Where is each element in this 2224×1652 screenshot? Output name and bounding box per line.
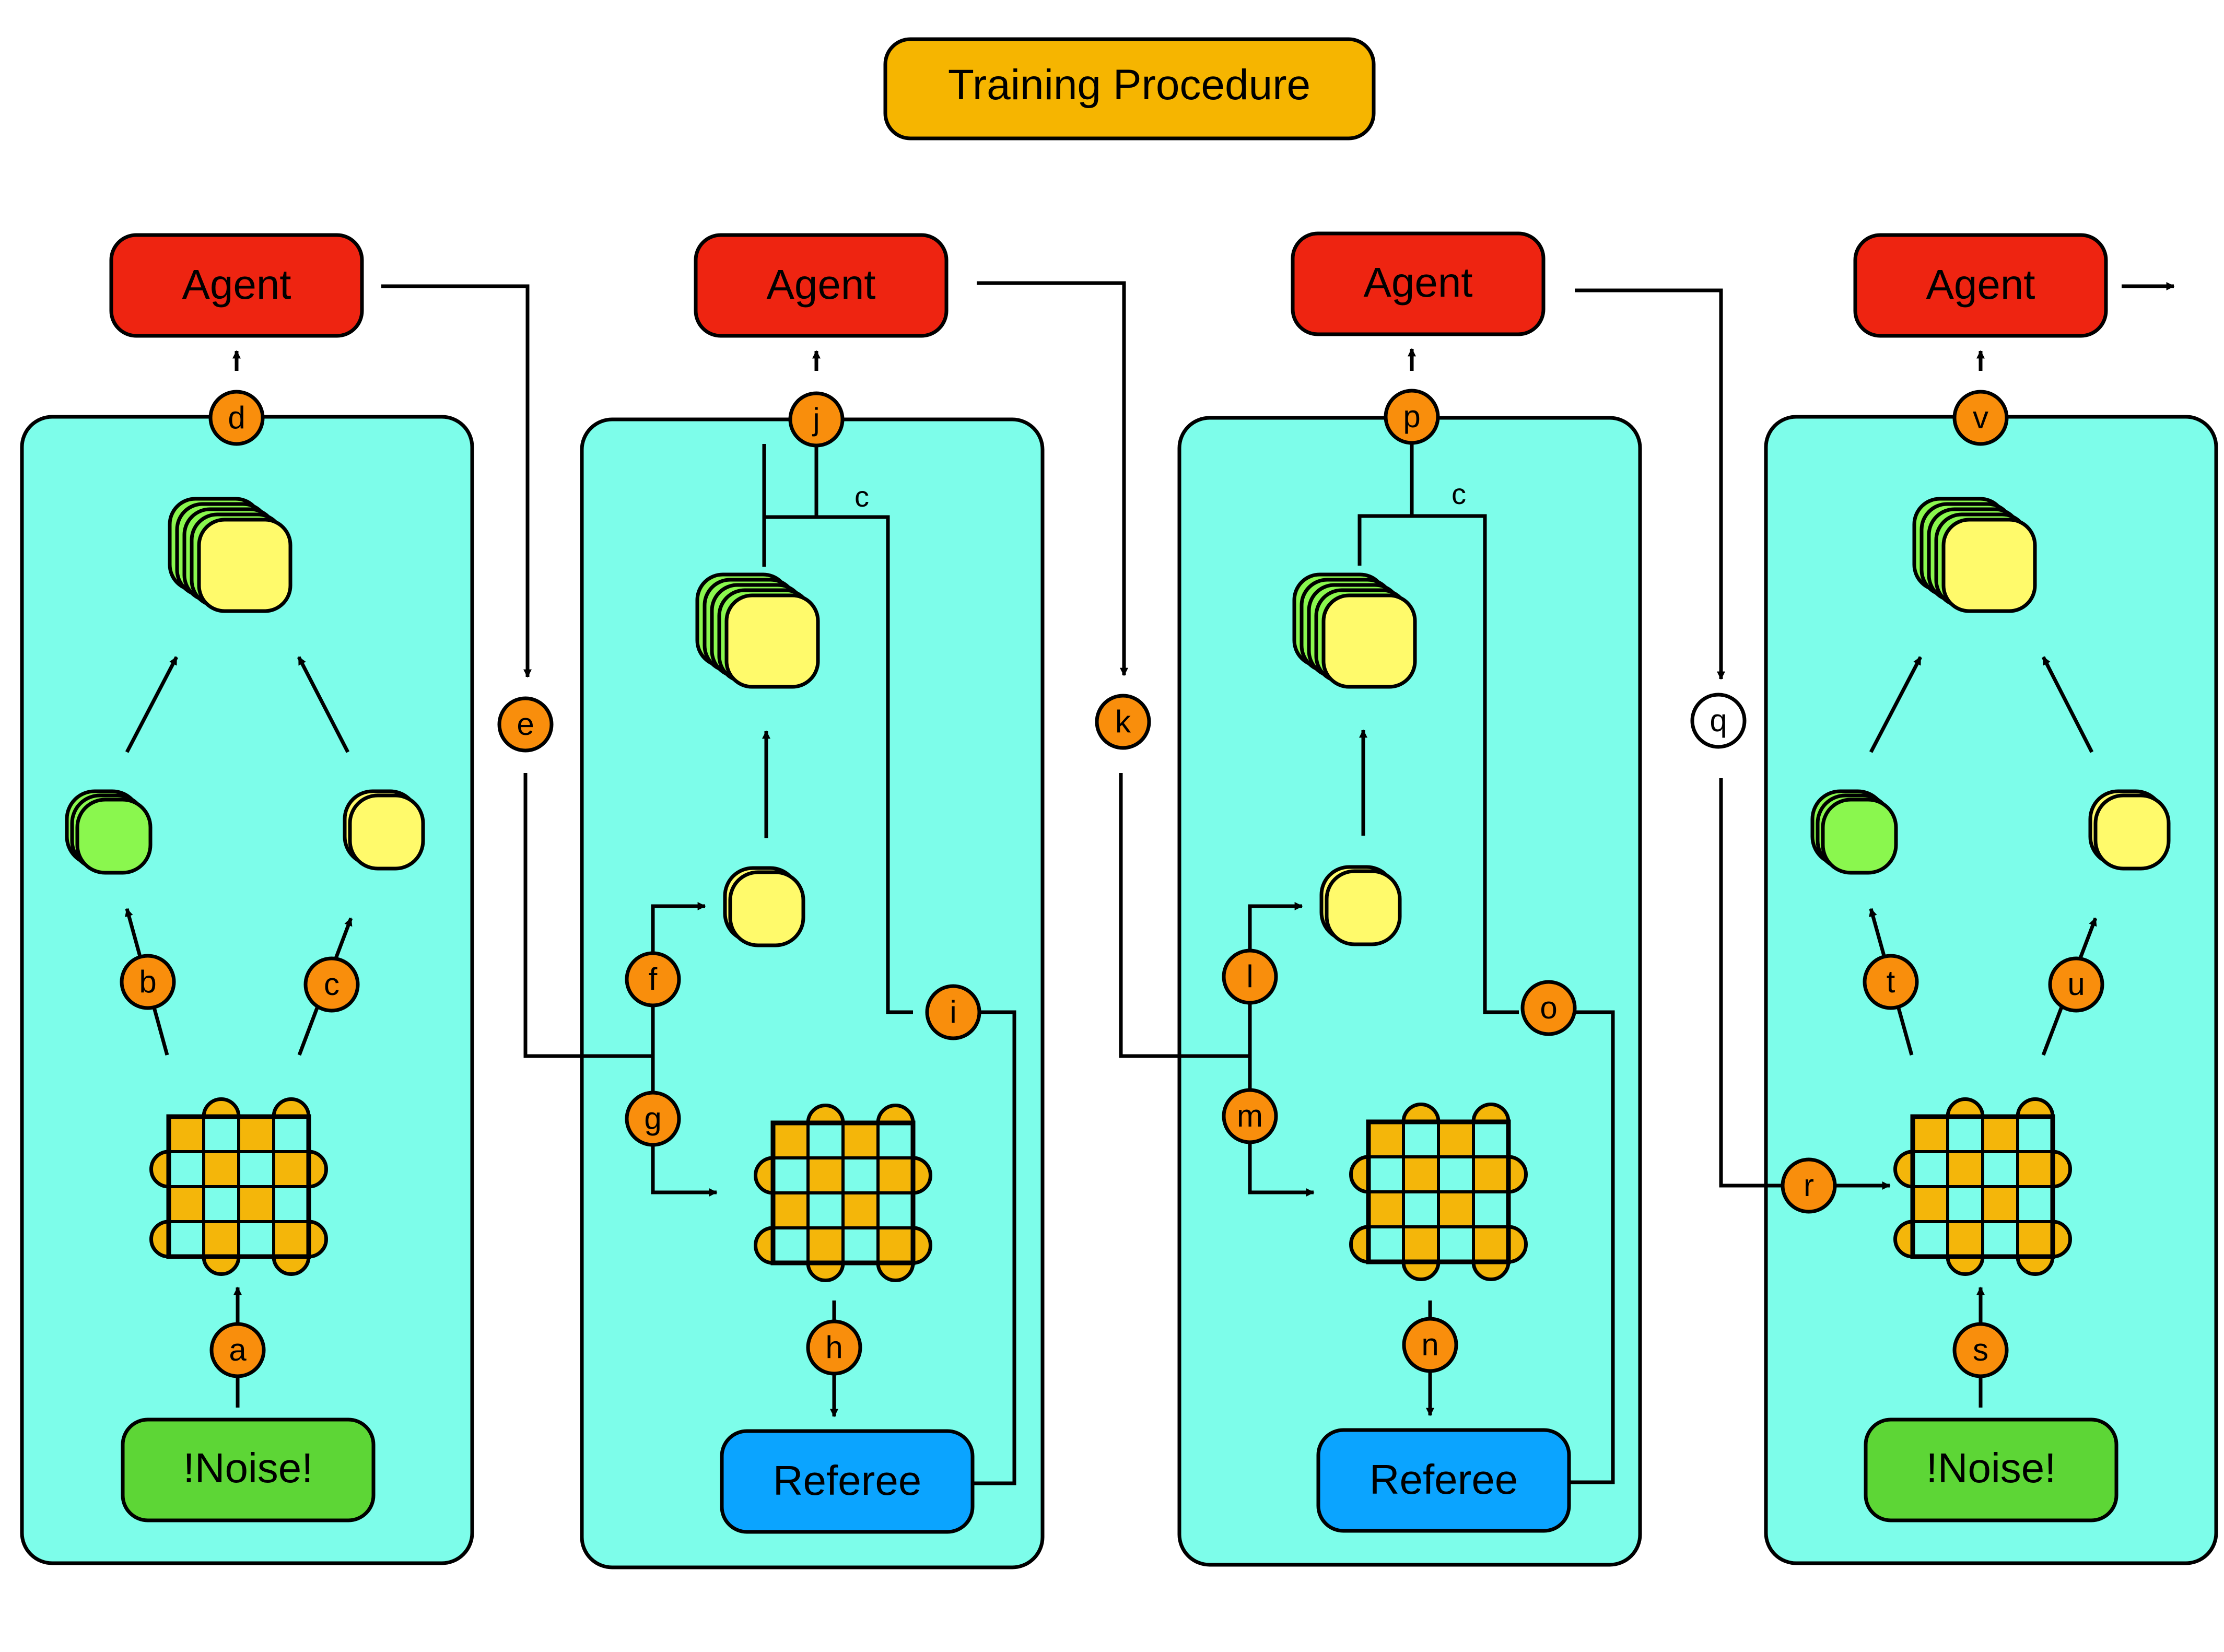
step-marker-v: v: [1952, 390, 2009, 446]
step-marker-q: q: [1690, 693, 1747, 749]
sample-tile-icon: [65, 789, 153, 875]
step-label: c: [324, 967, 340, 1002]
sample-stack-icon: [695, 572, 820, 689]
edge-label: c: [855, 480, 869, 513]
agent-box-2: Agent: [694, 233, 949, 338]
step-marker-b: b: [120, 954, 176, 1010]
arrows: [125, 282, 2175, 1417]
step-marker-o: o: [1520, 980, 1577, 1036]
step-marker-k: k: [1095, 694, 1151, 750]
step-label: q: [1710, 703, 1727, 738]
step-label: f: [649, 962, 658, 997]
step-label: v: [1973, 400, 1988, 435]
markers-layer: a b c d e f g h i j k l m n o p q r s t u v: [120, 389, 2104, 1378]
step-marker-i: i: [925, 984, 981, 1040]
step-marker-j: j: [788, 391, 845, 448]
referee-box-1: Referee: [720, 1429, 975, 1534]
step-marker-l: l: [1222, 948, 1278, 1005]
agent-box-1: Agent: [109, 233, 364, 338]
board-grid-icon: [754, 1104, 932, 1282]
branch-lines: [762, 444, 888, 567]
step-marker-p: p: [1384, 389, 1440, 445]
sample-stack-icon: [1292, 572, 1417, 689]
step-marker-g: g: [625, 1091, 681, 1147]
step-label: m: [1237, 1098, 1263, 1133]
noise-label: !Noise!: [183, 1445, 313, 1491]
step-marker-h: h: [806, 1319, 862, 1376]
step-label: g: [644, 1101, 661, 1136]
step-marker-f: f: [625, 951, 681, 1007]
step-label: k: [1115, 704, 1131, 739]
noise-box-2: !Noise!: [1864, 1417, 2118, 1522]
step-label: s: [1973, 1332, 1988, 1367]
sample-tile-icon: [343, 789, 425, 871]
step-marker-s: s: [1952, 1322, 2009, 1378]
step-label: o: [1540, 990, 1557, 1025]
step-label: t: [1887, 964, 1895, 999]
sample-tile-icon: [1810, 789, 1898, 875]
title-box: Training Procedure: [883, 37, 1376, 140]
step-marker-n: n: [1402, 1317, 1458, 1373]
step-label: j: [812, 402, 820, 437]
agent-label: Agent: [1363, 259, 1472, 306]
edge-label: c: [1452, 477, 1466, 510]
board-grid-icon: [1349, 1103, 1528, 1281]
step-marker-m: m: [1222, 1088, 1278, 1144]
page-title: Training Procedure: [948, 61, 1310, 109]
sample-stack-icon: [168, 497, 292, 613]
step-label: l: [1246, 959, 1253, 994]
sample-tile-icon: [1319, 865, 1402, 946]
board-grid-icon: [1893, 1097, 2072, 1276]
agent-box-3: Agent: [1291, 231, 1546, 336]
step-label: p: [1403, 399, 1420, 434]
sample-tile-icon: [723, 866, 805, 947]
agent-box-4: Agent: [1853, 233, 2108, 338]
step-marker-c: c: [303, 956, 360, 1013]
agent-label: Agent: [182, 261, 291, 308]
referee-box-2: Referee: [1316, 1428, 1571, 1533]
step-label: a: [229, 1332, 247, 1367]
step-label: r: [1804, 1168, 1814, 1203]
connector-lines: [381, 281, 1784, 1485]
sample-tile-icon: [2088, 789, 2171, 871]
step-label: d: [228, 400, 245, 435]
board-grid-icon: [149, 1097, 328, 1276]
step-label: h: [825, 1330, 842, 1365]
step-marker-d: d: [208, 390, 265, 446]
sample-stack-icon: [1912, 497, 2037, 613]
step-label: b: [139, 964, 156, 999]
referee-label: Referee: [773, 1457, 922, 1504]
step-marker-t: t: [1863, 954, 1919, 1010]
grids-layer: [149, 1097, 2072, 1282]
agent-label: Agent: [1926, 261, 2035, 308]
step-label: u: [2067, 967, 2085, 1002]
noise-label: !Noise!: [1926, 1445, 2056, 1491]
tiles-layer: [65, 497, 2171, 947]
agent-label: Agent: [766, 261, 875, 308]
step-label: n: [1421, 1327, 1438, 1362]
step-marker-u: u: [2048, 956, 2104, 1013]
noise-box-1: !Noise!: [121, 1417, 376, 1522]
step-label: i: [950, 994, 956, 1029]
step-marker-r: r: [1781, 1157, 1837, 1214]
step-marker-e: e: [497, 696, 554, 753]
referee-label: Referee: [1369, 1456, 1518, 1503]
step-label: e: [517, 707, 534, 742]
step-marker-a: a: [209, 1322, 266, 1378]
